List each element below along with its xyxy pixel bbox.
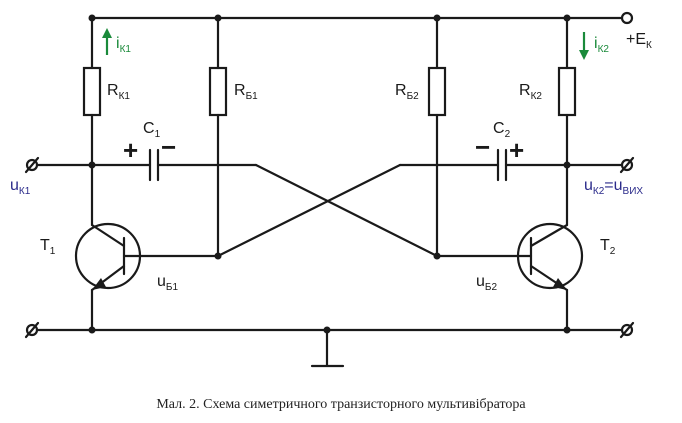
rb1-label: RБ1 xyxy=(234,82,258,102)
rk1-resistor xyxy=(82,66,102,117)
ik2-label: iК2 xyxy=(594,35,609,55)
junction-ground-center xyxy=(323,326,331,334)
junction-right-collector xyxy=(563,161,571,169)
right-output-terminal-slash xyxy=(619,156,635,174)
t1-emitter-arrow xyxy=(92,278,106,290)
rk2-resistor xyxy=(557,66,577,117)
cross-wire-1 xyxy=(254,163,439,258)
c2-minus: − xyxy=(475,132,490,162)
ik1-label: iК1 xyxy=(116,35,131,55)
junction-top-rb2 xyxy=(433,14,441,22)
rb1-resistor xyxy=(208,66,228,117)
junction-top-rk2 xyxy=(563,14,571,22)
junction-left-collector xyxy=(88,161,96,169)
figure-caption: Мал. 2. Схема симетричного транзисторног… xyxy=(156,397,526,412)
left-ground-terminal-slash xyxy=(24,321,40,339)
ik2-arrow-head xyxy=(579,50,589,60)
t2-collector xyxy=(529,223,569,248)
c1-plus: + xyxy=(123,135,138,165)
right-ground-terminal-slash xyxy=(619,321,635,339)
c1-label: C1 xyxy=(143,120,161,140)
rb2-resistor xyxy=(427,66,447,117)
t2-body xyxy=(516,222,584,290)
uk2-label: uК2=uВИХ xyxy=(584,177,643,197)
c1-minus: − xyxy=(161,132,176,162)
c2-plus: + xyxy=(509,135,524,165)
junction-ground-left xyxy=(88,326,96,334)
t1-label: T1 xyxy=(40,237,56,257)
t1-collector xyxy=(90,223,126,248)
supply-terminal xyxy=(620,11,634,25)
junction-ground-right xyxy=(563,326,571,334)
c2-label: C2 xyxy=(493,120,511,140)
t2-label: T2 xyxy=(600,237,616,257)
rb2-label: RБ2 xyxy=(395,82,419,102)
junction-left-base xyxy=(214,252,222,260)
ub1-label: uБ1 xyxy=(157,273,178,293)
rk2-label: RК2 xyxy=(519,82,542,102)
rk1-label: RК1 xyxy=(107,82,130,102)
junction-right-base xyxy=(433,252,441,260)
t1-body xyxy=(74,222,142,290)
junction-top-rb1 xyxy=(214,14,222,22)
supply-label: +EК xyxy=(626,31,652,51)
cross-wire-2 xyxy=(216,163,402,258)
uk1-label: uК1 xyxy=(10,177,31,197)
junction-top-rk1 xyxy=(88,14,96,22)
ub2-label: uБ2 xyxy=(476,273,497,293)
ik1-arrow-head xyxy=(102,28,112,38)
t2-emitter-arrow xyxy=(553,278,567,290)
left-output-terminal-slash xyxy=(24,156,40,174)
